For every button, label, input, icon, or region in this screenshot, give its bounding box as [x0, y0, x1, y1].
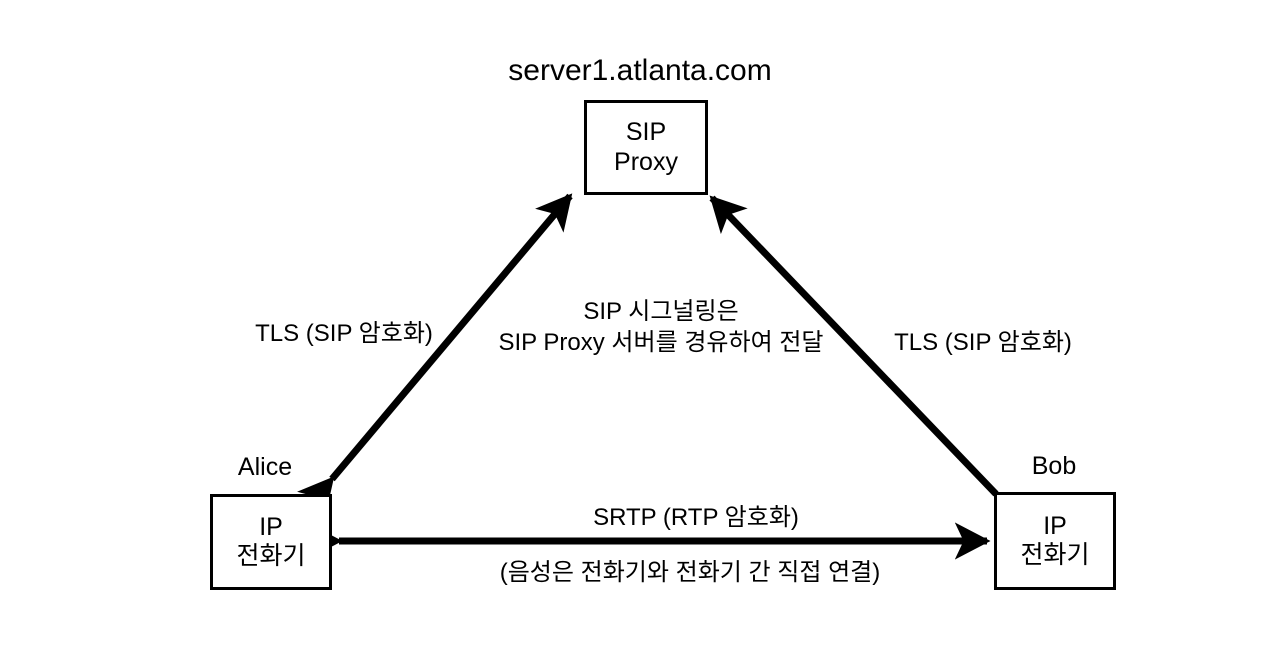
edge-note-srtp: (음성은 전화기와 전화기 간 직접 연결): [499, 559, 881, 586]
node-bob-ip-phone[interactable]: IP 전화기: [994, 492, 1116, 590]
signaling-annotation-line-1: SIP 시그널링은: [583, 298, 739, 325]
alice-phone-line-2: 전화기: [236, 542, 306, 570]
bob-phone-line-1: IP: [1043, 511, 1067, 540]
node-alice-ip-phone[interactable]: IP 전화기: [210, 494, 332, 590]
signaling-annotation-line-2: SIP Proxy 서버를 경유하여 전달: [498, 329, 824, 357]
edge-tls-right-line: [709, 195, 1032, 531]
bob-phone-line-2: 전화기: [1020, 541, 1090, 569]
edge-label-tls-left: TLS (SIP 암호화): [255, 320, 433, 347]
signaling-annotation: SIP 시그널링은 SIP Proxy 서버를 경유하여 전달: [499, 296, 824, 358]
node-sip-proxy[interactable]: SIP Proxy: [584, 100, 708, 195]
edge-label-srtp: SRTP (RTP 암호화): [593, 504, 799, 531]
alice-phone-line-1: IP: [259, 512, 283, 541]
page-title: server1.atlanta.com: [508, 54, 772, 87]
edge-tls-left-line: [297, 193, 573, 516]
alice-label: Alice: [237, 453, 293, 481]
sip-proxy-line-1: SIP: [625, 118, 667, 146]
bob-label: Bob: [1031, 452, 1077, 480]
edge-label-tls-right: TLS (SIP 암호화): [894, 329, 1072, 356]
sip-proxy-line-2: Proxy: [614, 147, 678, 176]
